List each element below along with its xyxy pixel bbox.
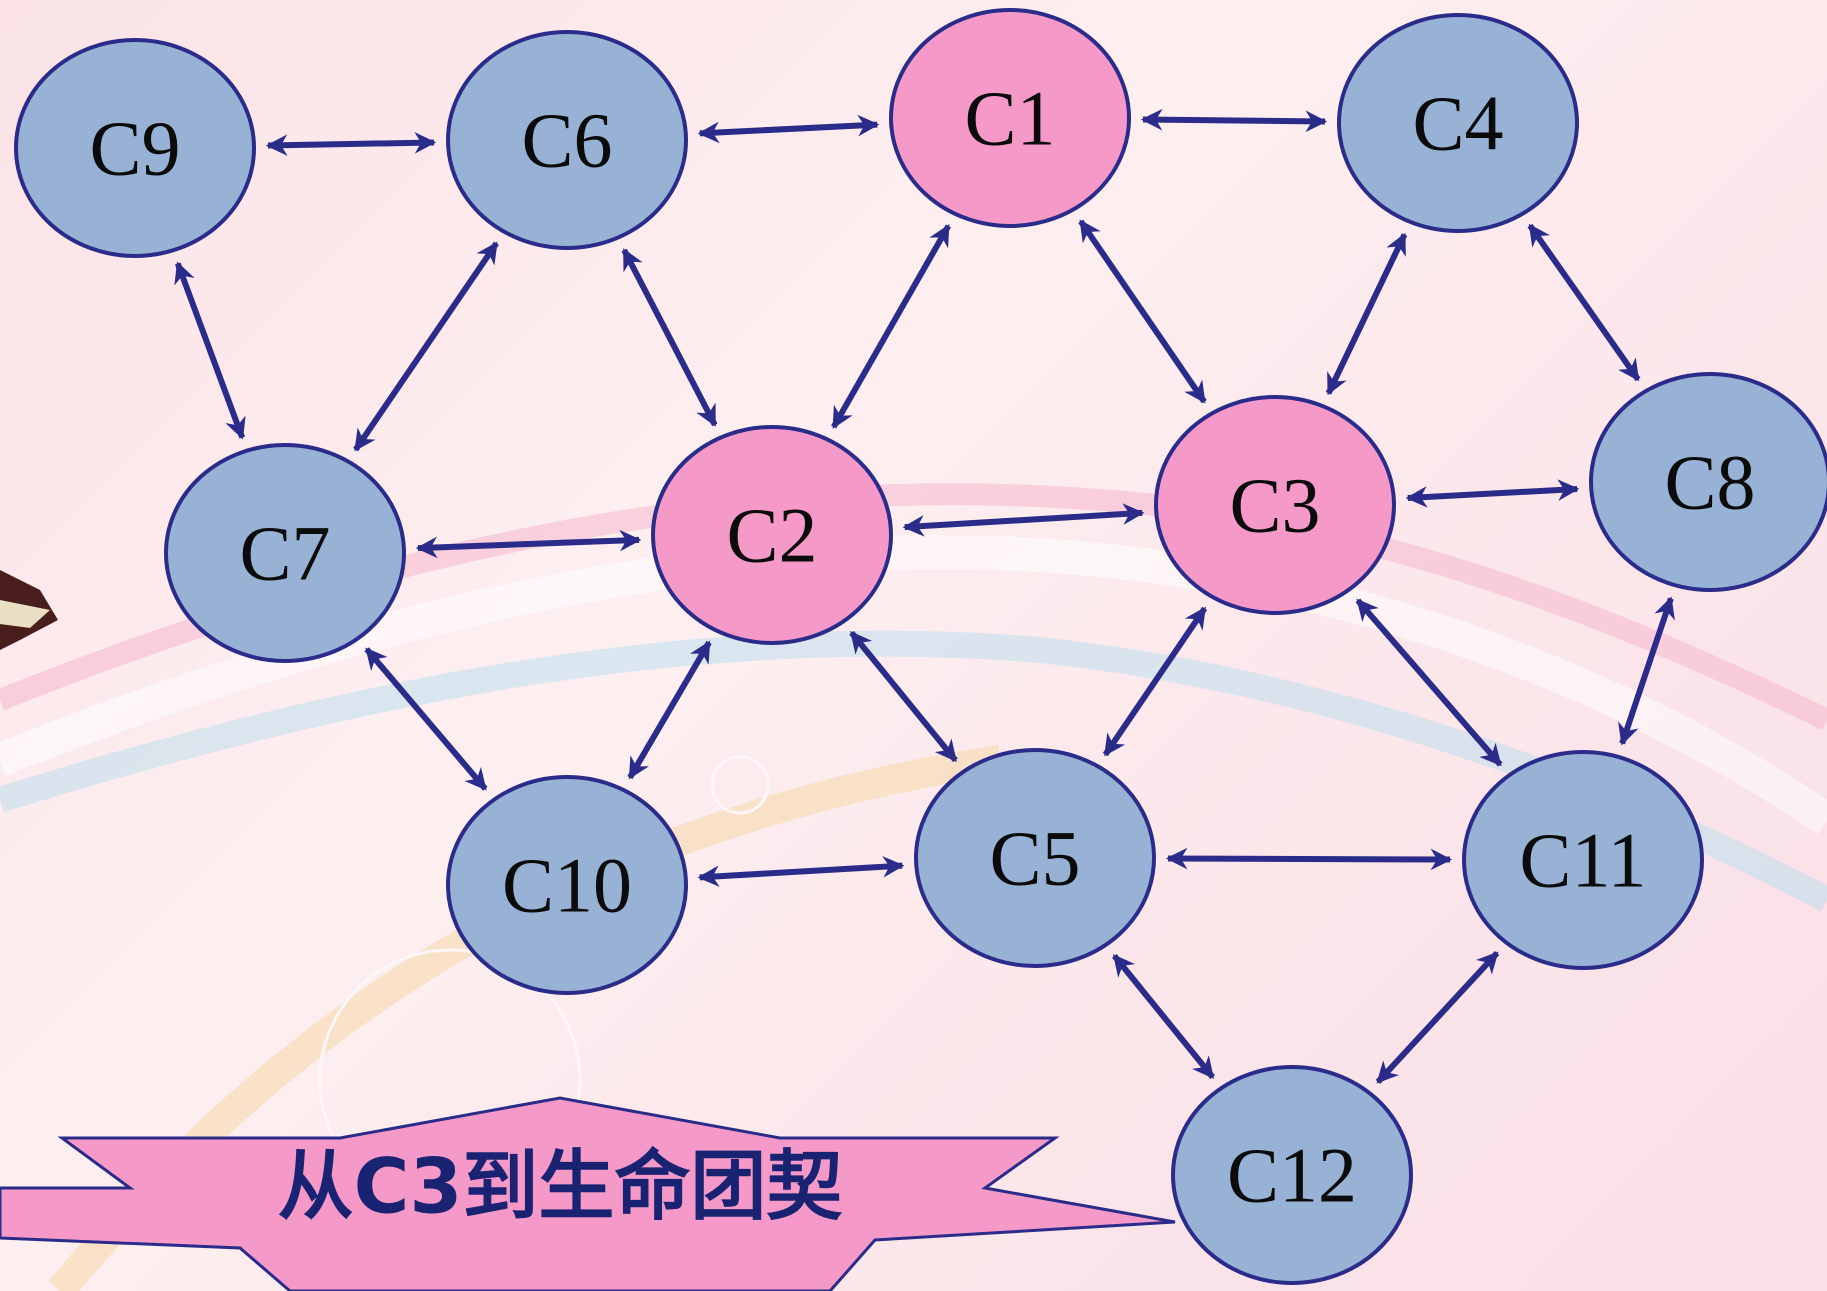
edges-layer [174,108,1675,1084]
edge-c4-c8 [1527,223,1641,382]
node-label: C5 [989,815,1080,902]
edge-c1-c4 [1140,108,1328,133]
node-c6: C6 [446,30,688,250]
node-label: C6 [521,97,612,184]
node-circle [14,38,256,258]
edge-c1-c3 [1078,219,1207,404]
node-label: C10 [502,842,632,929]
edge-c11-c12 [1375,951,1500,1084]
edge-c9-c6 [265,132,437,156]
node-c10: C10 [446,775,688,995]
edge-c3-c11 [1355,598,1503,767]
node-label: C2 [726,492,817,579]
node-c5: C5 [914,748,1156,968]
edge-c6-c1 [697,114,880,144]
node-circle [1462,750,1704,970]
decorative-fragment [0,570,58,650]
node-c2: C2 [651,425,893,645]
node-c1: C1 [889,8,1131,228]
node-circle [1154,395,1396,615]
edge-c8-c11 [1618,596,1675,746]
edge-c6-c2 [621,248,718,427]
edge-c7-c2 [415,529,642,559]
node-label: C4 [1412,80,1503,167]
edge-c4-c3 [1325,232,1408,396]
node-c12: C12 [1171,1065,1413,1285]
node-circle [1337,13,1579,233]
edge-c3-c5 [1102,606,1208,757]
node-circle [446,30,688,250]
node-circle [1171,1065,1413,1285]
node-c11: C11 [1462,750,1704,970]
node-circle [651,425,893,645]
node-label: C1 [964,75,1055,162]
banner-title: 从C3到生命团契 [278,1142,843,1231]
node-c8: C8 [1589,372,1827,592]
title-banner: 从C3到生命团契 [0,1096,1176,1291]
node-c3: C3 [1154,395,1396,615]
edge-c1-c2 [831,224,951,429]
edge-c10-c5 [697,855,905,888]
edge-c7-c10 [364,647,488,791]
node-label: C7 [239,510,330,597]
edge-c2-c3 [902,503,1145,537]
edge-c2-c5 [849,630,958,763]
node-label: C11 [1519,817,1646,904]
edge-c9-c7 [174,261,246,440]
node-circle [914,748,1156,968]
node-label: C12 [1227,1132,1357,1219]
node-circle [164,443,406,663]
node-c4: C4 [1337,13,1579,233]
node-label: C9 [89,105,180,192]
node-c9: C9 [14,38,256,258]
edge-c3-c8 [1405,479,1580,508]
node-circle [446,775,688,995]
node-circle [1589,372,1827,592]
node-c7: C7 [164,443,406,663]
node-label: C8 [1664,439,1755,526]
edge-c2-c10 [627,640,712,780]
node-label: C3 [1229,462,1320,549]
node-circle [889,8,1131,228]
edge-c5-c11 [1165,847,1453,871]
edge-c5-c12 [1112,953,1215,1080]
edge-c6-c7 [353,241,499,452]
